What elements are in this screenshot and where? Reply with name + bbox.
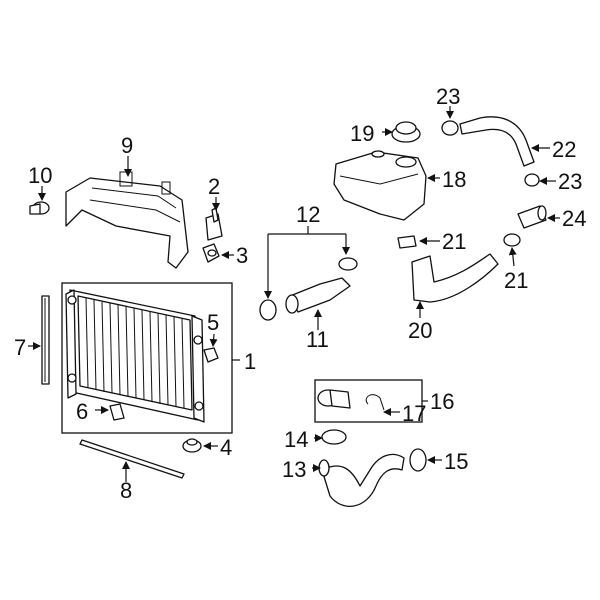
callout-5: 5 — [207, 310, 219, 335]
quick-connect-fitting — [517, 205, 547, 229]
clamp-23-lower — [524, 173, 540, 187]
drain-valve — [109, 403, 125, 421]
callout-4: 4 — [220, 435, 232, 460]
side-seal — [41, 295, 50, 385]
radiator-outlet-hose — [318, 453, 405, 507]
callout-9: 9 — [121, 133, 133, 158]
callout-23-a: 23 — [436, 84, 460, 109]
clamp-upper — [338, 257, 358, 271]
callout-8: 8 — [120, 478, 132, 503]
callout-10: 10 — [28, 163, 52, 188]
overflow-hose — [459, 116, 535, 167]
callout-16: 16 — [430, 389, 454, 414]
callout-21-a: 21 — [442, 229, 466, 254]
radiator-inlet-hose — [285, 277, 351, 314]
callout-7: 7 — [14, 335, 26, 360]
callout-3: 3 — [236, 243, 248, 268]
reservoir-cap — [391, 121, 421, 143]
radiator — [65, 289, 205, 423]
callout-20: 20 — [408, 318, 432, 343]
callout-23-b: 23 — [558, 169, 582, 194]
callout-22: 22 — [552, 137, 576, 162]
drain-plug — [203, 347, 219, 363]
callout-13: 13 — [282, 457, 306, 482]
hose-connector — [397, 235, 417, 249]
clamp-23-upper — [441, 120, 459, 136]
callout-12-bracket — [264, 226, 350, 299]
callout-2: 2 — [208, 174, 220, 199]
clamp-15 — [409, 448, 427, 472]
insulator — [202, 243, 220, 263]
callout-12: 12 — [296, 202, 320, 227]
air-baffle — [65, 171, 189, 269]
retaining-clip — [365, 394, 385, 411]
lower-seal — [79, 439, 185, 479]
callout-11: 11 — [306, 327, 329, 352]
clamp-lower — [259, 299, 277, 321]
callout-21-b: 21 — [504, 268, 528, 293]
callout-14: 14 — [284, 427, 308, 452]
callout-15: 15 — [444, 449, 468, 474]
bracket — [205, 207, 223, 241]
push-pin — [29, 201, 50, 215]
radiator-group-box — [61, 282, 233, 434]
hose-coupler — [317, 389, 351, 409]
callout-6: 6 — [76, 399, 88, 424]
clamp-14 — [321, 429, 347, 445]
callout-24: 24 — [562, 206, 586, 231]
callout-1: 1 — [244, 349, 256, 374]
heater-hose — [411, 253, 499, 303]
clamp-21 — [503, 233, 521, 247]
lower-insulator — [182, 438, 202, 453]
callout-18: 18 — [442, 167, 466, 192]
callout-17: 17 — [402, 401, 426, 426]
callout-19: 19 — [350, 121, 374, 146]
coolant-reservoir — [333, 150, 427, 221]
